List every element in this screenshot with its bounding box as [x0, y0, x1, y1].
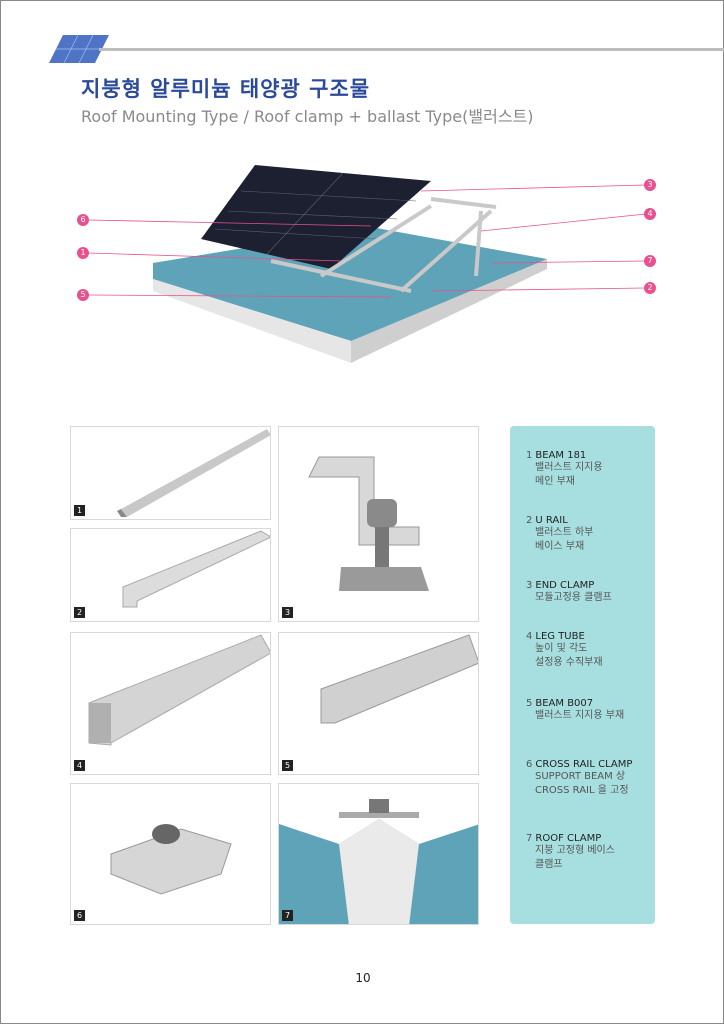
diagram-marker-1: 1	[77, 247, 89, 259]
page-title: 지붕형 알루미늄 태양광 구조물	[81, 77, 371, 101]
photo-end-clamp: 3	[278, 426, 479, 622]
photo-roof-clamp: 7	[278, 783, 479, 925]
photo-leg-tube: 4	[70, 632, 271, 775]
solar-panel-logo-icon	[49, 34, 109, 64]
diagram-marker-2: 2	[644, 282, 656, 294]
photo-beam-181: 1	[70, 426, 271, 520]
page-number: 10	[355, 971, 371, 985]
diagram-marker-6: 6	[77, 214, 89, 226]
photo-cross-rail-clamp: 6	[70, 783, 271, 925]
page-subtitle: Roof Mounting Type / Roof clamp + ballas…	[81, 107, 534, 126]
assembly-diagram	[88, 165, 647, 363]
diagram-marker-3: 3	[644, 179, 656, 191]
diagram-marker-4: 4	[644, 208, 656, 220]
photo-beam-b007: 5	[278, 632, 479, 775]
photo-u-rail: 2	[70, 528, 271, 622]
header-rule	[99, 48, 724, 51]
diagram-marker-5: 5	[77, 289, 89, 301]
diagram-marker-7: 7	[644, 255, 656, 267]
